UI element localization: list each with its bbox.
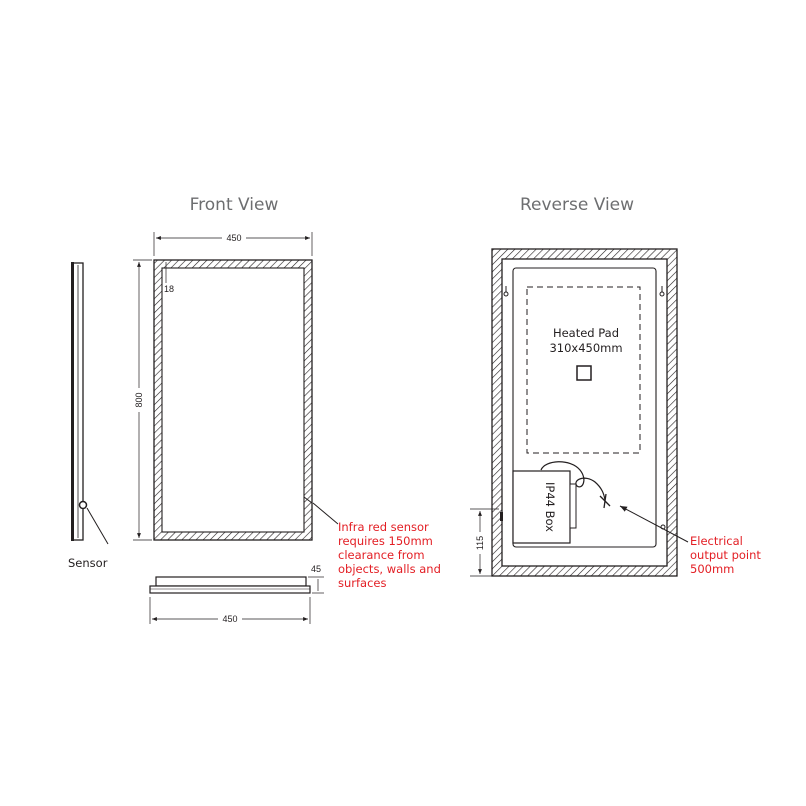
sensor-note-line-5: surfaces [338, 576, 387, 590]
front-mirror-glass [161, 267, 305, 533]
electrical-note-line-3: 500mm [690, 562, 734, 576]
front-width-dim: 450 [226, 233, 241, 243]
heated-pad-connector [576, 365, 592, 381]
front-view: 450 18 800 [133, 232, 313, 541]
bottom-offset-dim: 115 [475, 536, 485, 550]
electrical-note-line-1: Electrical [690, 534, 743, 548]
front-view-title: Front View [190, 195, 279, 215]
bottom-width-dim: 450 [222, 614, 237, 624]
bottom-profile-upper [155, 576, 307, 587]
bottom-profile-lower [149, 585, 311, 594]
sensor-icon [78, 500, 88, 510]
sensor-note-line-3: clearance from [338, 548, 425, 562]
heated-pad-label: Heated Pad [553, 326, 619, 340]
electrical-leader [619, 505, 689, 543]
bottom-view: 45 450 [149, 564, 324, 625]
reverse-inner-outline [512, 267, 657, 548]
reverse-view-title: Reverse View [520, 195, 634, 215]
electrical-output-mark-b [603, 493, 607, 509]
sensor-note-line-1: Infra red sensor [338, 520, 429, 534]
sensor-leader [86, 507, 109, 545]
reverse-view: Heated Pad 310x450mm IP44 Box 115 Electr… [470, 248, 761, 577]
frame-width-dim: 18 [164, 284, 174, 294]
right-bracket-icon [659, 286, 665, 297]
ip44-box [512, 470, 571, 544]
wiring-cable [540, 461, 606, 501]
sensor-note-line-4: objects, walls and [338, 562, 441, 576]
sensor-note: Infra red sensor requires 150mm clearanc… [312, 502, 441, 590]
side-view: Sensor [68, 262, 109, 570]
electrical-note-line-2: output point [690, 548, 761, 562]
heated-pad [526, 286, 641, 454]
sensor-label: Sensor [68, 556, 108, 570]
front-height-dim: 800 [134, 392, 144, 407]
heated-pad-size: 310x450mm [549, 341, 622, 355]
bottom-depth-dim: 45 [311, 564, 321, 574]
ip44-box-clip [569, 483, 577, 529]
sensor-note-leader [312, 502, 339, 525]
left-bracket-icon [503, 286, 509, 297]
ip44-box-label: IP44 Box [543, 482, 557, 532]
left-bottom-fixing [500, 512, 503, 521]
sensor-note-line-2: requires 150mm [338, 534, 433, 548]
